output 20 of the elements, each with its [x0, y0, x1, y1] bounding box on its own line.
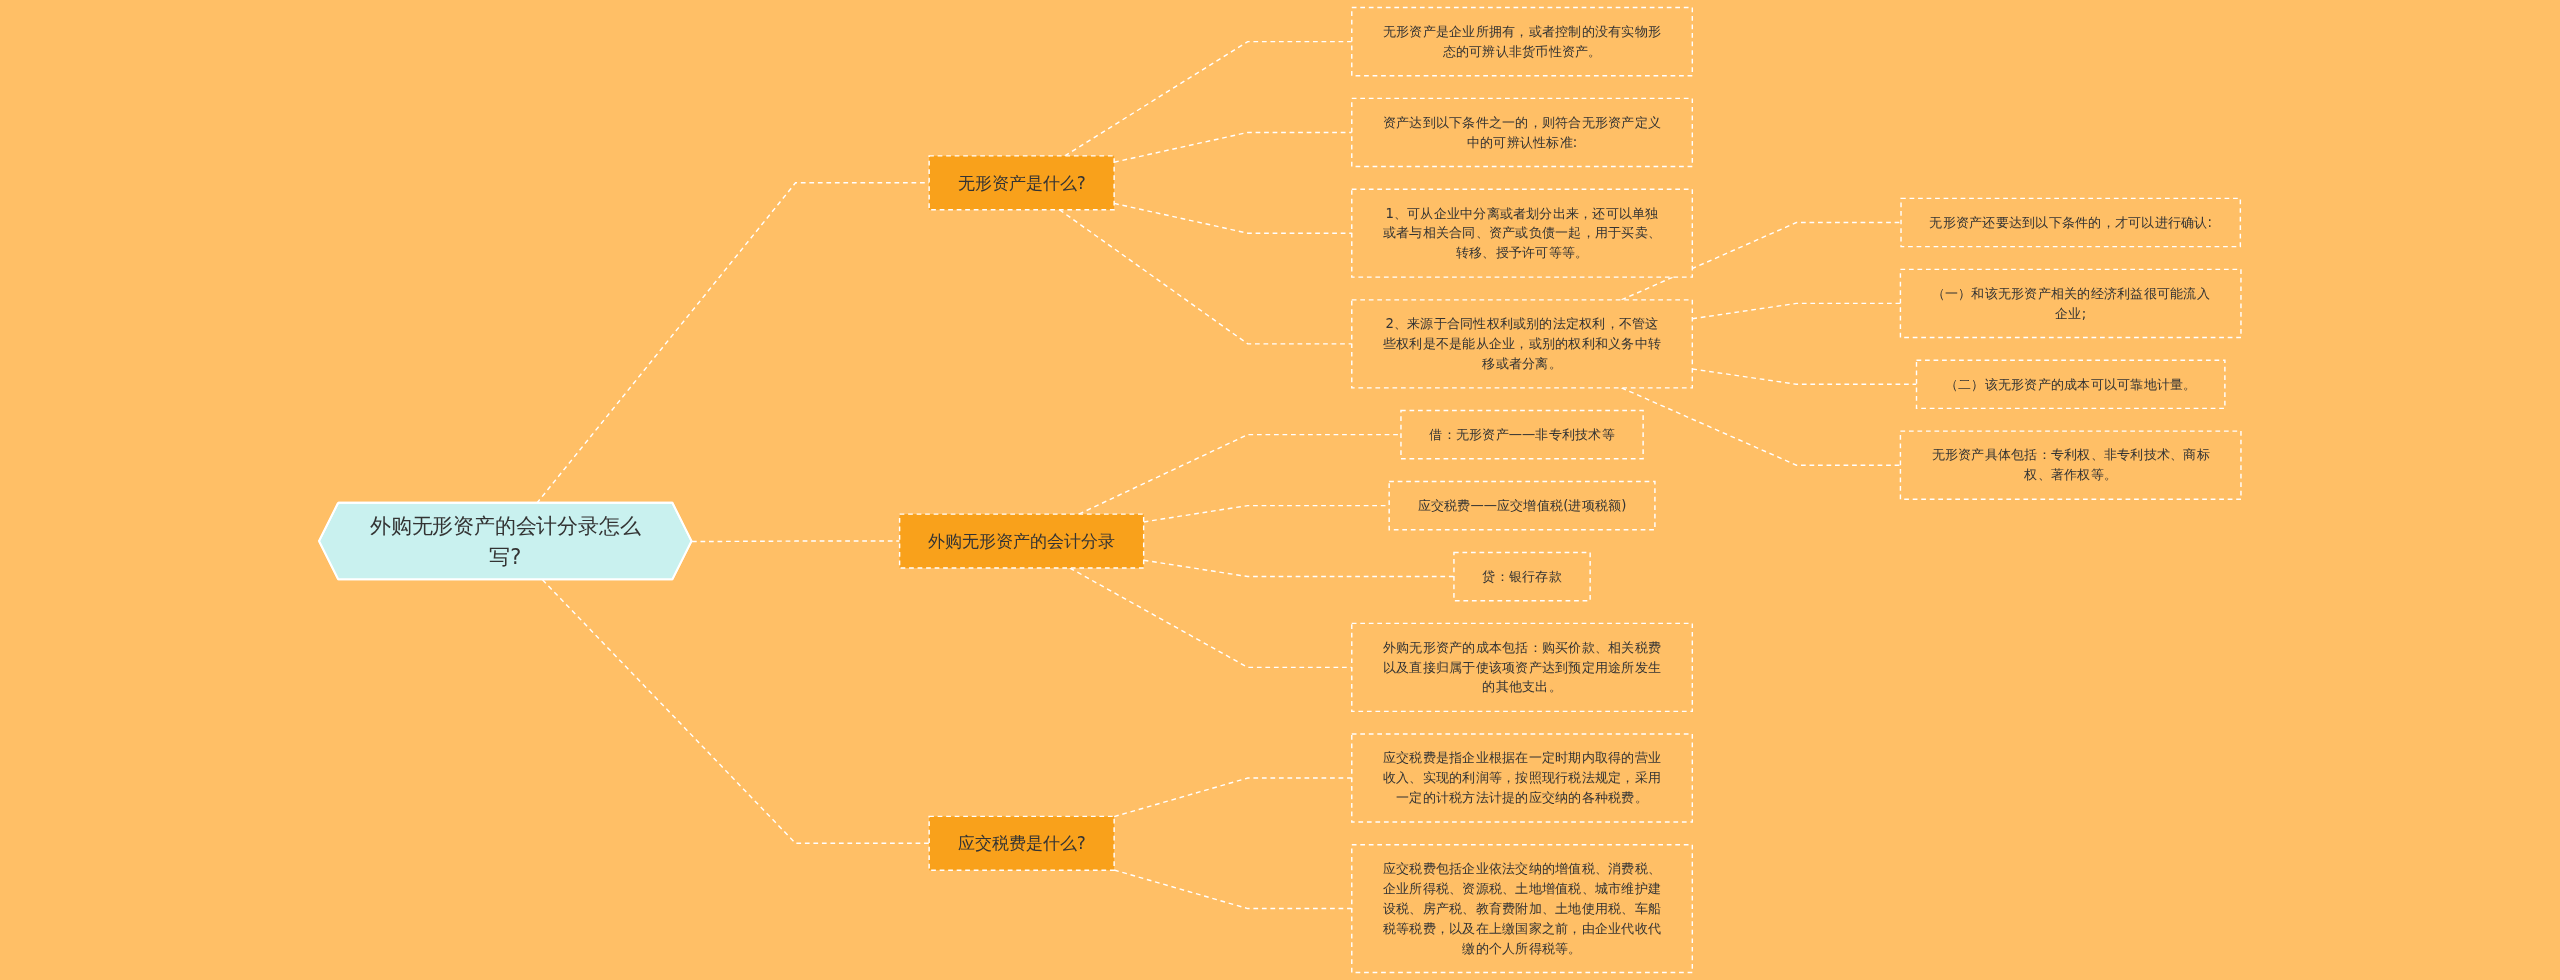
node-box: 无形资产是什么?: [928, 155, 1115, 211]
node-box: （二）该无形资产的成本可以可靠地计量。: [1915, 359, 2226, 410]
node-box: （一）和该无形资产相关的经济利益很可能流入企业;: [1899, 268, 2242, 339]
node-box: 应交税费包括企业依法交纳的增值税、消费税、企业所得税、资源税、土地增值税、城市维护建设税、房产税、教育费附加、土地使用税、车船税等税费，以及在上缴国家之前，由企业代收代缴的个人所得税等。: [1351, 844, 1693, 974]
node-box: 无形资产是企业所拥有，或者控制的没有实物形态的可辨认非货币性资产。: [1351, 6, 1693, 77]
node-box: 无形资产还要达到以下条件的，才可以进行确认:: [1900, 197, 2242, 248]
node-box: 资产达到以下条件之一的，则符合无形资产定义中的可辨认性标准:: [1351, 97, 1693, 168]
connector: [1113, 131, 1353, 163]
node-box: 借：无形资产——非专利技术等: [1400, 409, 1644, 460]
node-box: 外购无形资产的成本包括：购买价款、相关税费以及直接归属于使该项资产达到预定用途所发生的其他支出。: [1351, 622, 1693, 713]
connector: [541, 579, 930, 844]
node-box: 外购无形资产的会计分录: [898, 513, 1145, 569]
node-box: 贷：银行存款: [1453, 551, 1591, 602]
node-box: 应交税费是指企业根据在一定时期内取得的营业收入、实现的利润等，按照现行税法规定，采用一定的计税方法计提的应交纳的各种税费。: [1351, 733, 1693, 823]
connector: [1113, 202, 1353, 234]
node-box: 应交税费——应交增值税(进项税额): [1388, 480, 1656, 531]
node-box: 1、可从企业中分离或者划分出来，还可以单独或者与相关合同、资产或负债一起，用于买卖、转移、授予许可等等。: [1351, 188, 1693, 278]
node-box: 2、来源于合同性权利或别的法定权利，不管这些权利是不是能从企业，或别的权利和义务中转移或者分离。: [1351, 299, 1693, 389]
node-box: 应交税费是什么?: [928, 815, 1115, 871]
node-box: 无形资产具体包括：专利权、非专利技术、商标权、著作权等。: [1899, 430, 2242, 500]
